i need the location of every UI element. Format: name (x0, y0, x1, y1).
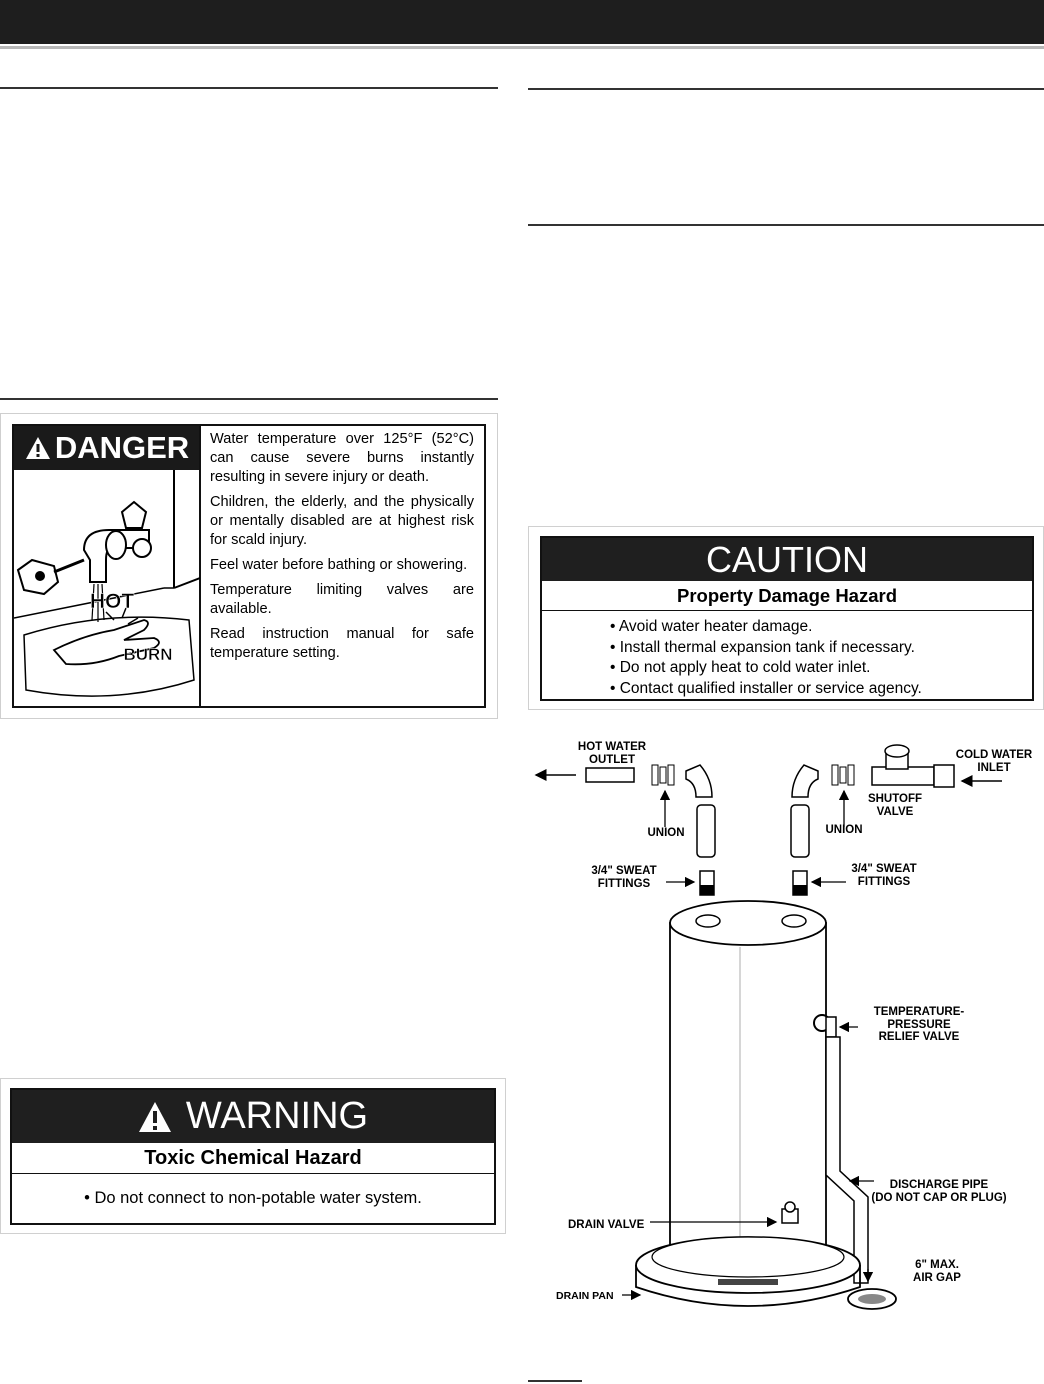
section-rule (0, 87, 498, 89)
scald-pictogram: HOT BURN (14, 470, 200, 697)
header-underline (0, 46, 1044, 49)
label-drain-valve: DRAIN VALVE (568, 1219, 645, 1231)
warning-header: WARNING (12, 1090, 494, 1143)
danger-header: DANGER (14, 426, 200, 470)
hot-text: HOT (90, 590, 135, 613)
label-discharge-pipe: DISCHARGE PIPE (DO NOT CAP OR PLUG) (864, 1179, 1014, 1204)
label-shutoff-valve: SHUTOFF VALVE (860, 793, 930, 818)
water-heater-diagram: HOT WATER OUTLET UNION UNION SHUTOFF VAL… (528, 735, 1044, 1325)
label-line: (DO NOT CAP OR PLUG) (871, 1191, 1007, 1204)
label-drain-pan: DRAIN PAN (556, 1290, 614, 1302)
label-line: TEMPERATURE- (873, 1006, 965, 1018)
caution-item: • Install thermal expansion tank if nece… (610, 638, 915, 656)
label-line: SHUTOFF (867, 793, 923, 805)
danger-paragraph: Water temperature over 125°F (52°C) can … (210, 431, 474, 485)
diagram-drawing (534, 744, 1002, 1310)
section-rule (528, 224, 1044, 226)
caution-list: • Avoid water heater damage. • Install t… (610, 617, 1030, 699)
label-union-left: UNION (647, 827, 685, 839)
danger-label-frame (0, 413, 498, 719)
burn-text: BURN (123, 645, 172, 664)
section-rule (528, 88, 1044, 90)
label-line: RELIEF VALVE (878, 1031, 960, 1043)
label-line: 3/4" SWEAT (591, 865, 657, 877)
section-rule (528, 1380, 582, 1382)
label-line: VALVE (876, 805, 914, 818)
label-union-right: UNION (825, 824, 863, 836)
label-line: AIR GAP (913, 1271, 961, 1284)
danger-paragraph: Temperature limiting valves are availabl… (210, 582, 474, 617)
label-hot-water-outlet: HOT WATER OUTLET (572, 741, 652, 766)
label-tp-relief-valve: TEMPERATURE- PRESSURE RELIEF VALVE (864, 1006, 974, 1044)
danger-paragraph: Children, the elderly, and the physicall… (210, 494, 474, 548)
danger-paragraph: Read instruction manual for safe tempera… (210, 626, 474, 661)
label-line: COLD WATER (955, 749, 1033, 761)
label-sweat-right: 3/4" SWEAT FITTINGS (844, 863, 924, 888)
header-bar (0, 0, 1044, 44)
warning-signal-word: WARNING (185, 1095, 369, 1137)
label-line: INLET (977, 761, 1011, 774)
caution-subtitle: Property Damage Hazard (542, 581, 1032, 611)
label-line: FITTINGS (597, 877, 651, 890)
label-line: OUTLET (589, 753, 635, 766)
label-line: HOT WATER (577, 741, 647, 753)
danger-paragraph: Feel water before bathing or showering. (210, 557, 468, 573)
section-rule (0, 398, 498, 400)
label-line: PRESSURE (887, 1018, 951, 1031)
label-line: FITTINGS (857, 875, 911, 888)
warning-label-frame (0, 1078, 506, 1234)
label-line: DISCHARGE PIPE (889, 1179, 989, 1191)
caution-item: • Do not apply heat to cold water inlet. (610, 659, 871, 676)
danger-signal-word: DANGER (54, 430, 190, 465)
warning-triangle-icon (25, 437, 50, 459)
danger-text: Water temperature over 125°F (52°C) can … (210, 430, 474, 669)
caution-signal-word: CAUTION (542, 538, 1032, 581)
warning-subtitle: Toxic Chemical Hazard (12, 1143, 494, 1174)
label-air-gap: 6" MAX. AIR GAP (902, 1259, 972, 1284)
caution-label (540, 536, 1034, 701)
label-line: 6" MAX. (915, 1259, 959, 1271)
danger-divider (199, 426, 201, 706)
warning-item: • Do not connect to non-potable water sy… (84, 1188, 422, 1207)
caution-item: • Contact qualified installer or service… (610, 679, 922, 697)
label-sweat-left: 3/4" SWEAT FITTINGS (584, 865, 664, 890)
label-line: 3/4" SWEAT (851, 863, 917, 875)
label-cold-water-inlet: COLD WATER INLET (946, 749, 1042, 774)
warning-triangle-icon (138, 1101, 171, 1132)
caution-item: • Avoid water heater damage. (610, 618, 813, 635)
warning-label (10, 1088, 496, 1225)
